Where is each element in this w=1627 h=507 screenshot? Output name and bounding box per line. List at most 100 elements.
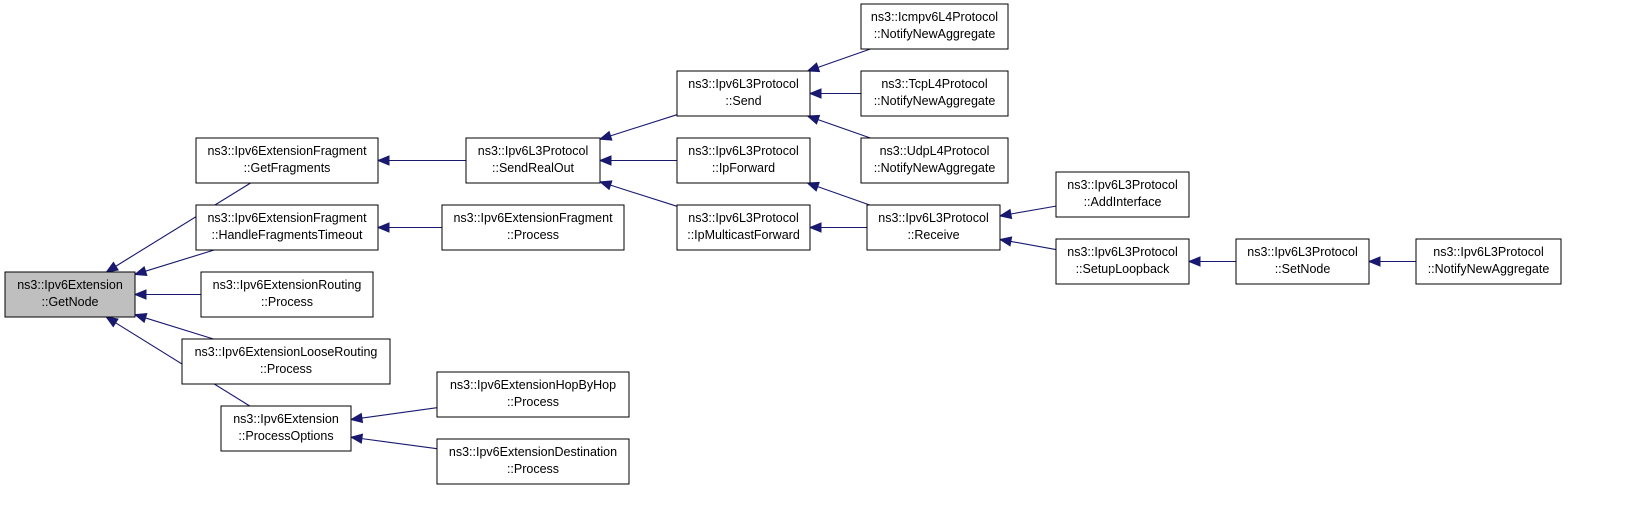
node-label-line: ns3::Ipv6L3Protocol: [1067, 178, 1178, 192]
edge-icmpagg-to-send: [806, 48, 871, 73]
edge-fragproc-to-handlefrag: [376, 222, 442, 233]
graph-node-getnode[interactable]: ns3::Ipv6Extension::GetNode: [4, 271, 136, 318]
graph-node-sendrealout[interactable]: ns3::Ipv6L3Protocol::SendRealOut: [465, 137, 601, 184]
graph-node-icmpagg[interactable]: ns3::Icmpv6L4Protocol::NotifyNewAggregat…: [860, 3, 1009, 50]
node-box: [860, 70, 1009, 117]
arrowhead-icon: [349, 412, 364, 424]
node-box: [195, 137, 379, 184]
node-label-line: ::Process: [507, 395, 559, 409]
graph-node-ipforward[interactable]: ns3::Ipv6L3Protocol::IpForward: [676, 137, 811, 184]
edge-addiface-to-receive: [998, 205, 1057, 220]
node-box: [1415, 238, 1562, 285]
edge-line: [817, 119, 871, 139]
node-label-line: ns3::Ipv6L3Protocol: [878, 211, 989, 225]
node-label-line: ::SendRealOut: [492, 161, 575, 175]
edge-udpagg-to-send: [806, 114, 871, 139]
graph-node-l3agg[interactable]: ns3::Ipv6L3Protocol::NotifyNewAggregate: [1415, 238, 1562, 285]
arrowhead-icon: [105, 316, 119, 328]
arrowhead-icon: [808, 222, 822, 233]
node-label-line: ::ProcessOptions: [238, 429, 333, 443]
node-label-line: ::HandleFragmentsTimeout: [212, 228, 364, 242]
node-label-line: ::SetupLoopback: [1076, 262, 1171, 276]
node-label-line: ::IpMulticastForward: [687, 228, 800, 242]
node-label-line: ns3::Ipv6ExtensionRouting: [213, 278, 362, 292]
edge-getfragments-to-getnode: [105, 182, 251, 273]
node-label-line: ::Process: [260, 362, 312, 376]
node-box: [676, 137, 811, 184]
arrowhead-icon: [598, 155, 612, 166]
edges: [105, 48, 1416, 450]
node-label-line: ns3::TcpL4Protocol: [881, 77, 987, 91]
edge-destproc-to-procopts: [349, 433, 438, 450]
edge-line: [361, 407, 438, 419]
arrowhead-icon: [806, 62, 821, 73]
edge-line: [1010, 240, 1057, 251]
node-label-line: ::NotifyNewAggregate: [874, 94, 996, 108]
graph-node-procopts[interactable]: ns3::Ipv6Extension::ProcessOptions: [220, 405, 352, 452]
node-label-line: ns3::Ipv6ExtensionDestination: [449, 445, 617, 459]
graph-node-handlefrag[interactable]: ns3::Ipv6ExtensionFragment::HandleFragme…: [195, 204, 379, 251]
edge-receive-to-ipforward: [806, 181, 870, 206]
node-label-line: ns3::Ipv6ExtensionFragment: [207, 211, 367, 225]
graph-node-ipmcast[interactable]: ns3::Ipv6L3Protocol::IpMulticastForward: [676, 204, 811, 251]
arrowhead-icon: [133, 266, 148, 277]
graph-node-addiface[interactable]: ns3::Ipv6L3Protocol::AddInterface: [1055, 171, 1190, 218]
edge-tcpagg-to-send: [808, 88, 861, 99]
node-box: [860, 3, 1009, 50]
node-label-line: ns3::Icmpv6L4Protocol: [871, 10, 998, 24]
graph-node-fragproc[interactable]: ns3::Ipv6ExtensionFragment::Process: [441, 204, 625, 251]
graph-node-destproc[interactable]: ns3::Ipv6ExtensionDestination::Process: [436, 438, 630, 485]
arrowhead-icon: [598, 130, 613, 141]
node-label-line: ::NotifyNewAggregate: [874, 161, 996, 175]
node-box: [195, 204, 379, 251]
node-box: [436, 371, 630, 418]
node-label-line: ns3::UdpL4Protocol: [880, 144, 990, 158]
node-label-line: ns3::Ipv6ExtensionHopByHop: [450, 378, 616, 392]
edge-routingproc-to-getnode: [133, 289, 201, 300]
node-label-line: ::Receive: [907, 228, 959, 242]
graph-node-udpagg[interactable]: ns3::UdpL4Protocol::NotifyNewAggregate: [860, 137, 1009, 184]
graph-node-tcpagg[interactable]: ns3::TcpL4Protocol::NotifyNewAggregate: [860, 70, 1009, 117]
edge-hopproc-to-procopts: [349, 407, 438, 424]
edge-receive-to-ipmcast: [808, 222, 867, 233]
node-box: [1235, 238, 1370, 285]
node-label-line: ::Process: [507, 462, 559, 476]
node-label-line: ns3::Ipv6L3Protocol: [1247, 245, 1358, 259]
edge-l3agg-to-setnode: [1367, 256, 1416, 267]
graph-node-setuploop[interactable]: ns3::Ipv6L3Protocol::SetupLoopback: [1055, 238, 1190, 285]
graph-node-send[interactable]: ns3::Ipv6L3Protocol::Send: [676, 70, 811, 117]
graph-node-setnode[interactable]: ns3::Ipv6L3Protocol::SetNode: [1235, 238, 1370, 285]
node-box: [1055, 171, 1190, 218]
node-label-line: ::NotifyNewAggregate: [1428, 262, 1550, 276]
graph-node-looseproc[interactable]: ns3::Ipv6ExtensionLooseRouting::Process: [181, 338, 391, 385]
node-box: [4, 271, 136, 318]
node-label-line: ns3::Ipv6L3Protocol: [1433, 245, 1544, 259]
node-box: [866, 204, 1001, 251]
node-label-line: ns3::Ipv6ExtensionLooseRouting: [195, 345, 378, 359]
edge-setnode-to-setuploop: [1187, 256, 1236, 267]
graph-node-getfragments[interactable]: ns3::Ipv6ExtensionFragment::GetFragments: [195, 137, 379, 184]
arrowhead-icon: [998, 236, 1013, 247]
arrowhead-icon: [105, 261, 119, 273]
node-box: [860, 137, 1009, 184]
node-label-line: ::GetFragments: [244, 161, 331, 175]
edge-line: [817, 186, 870, 206]
edge-line: [145, 249, 215, 272]
node-box: [220, 405, 352, 452]
node-label-line: ::NotifyNewAggregate: [874, 27, 996, 41]
graph-node-receive[interactable]: ns3::Ipv6L3Protocol::Receive: [866, 204, 1001, 251]
node-box: [465, 137, 601, 184]
arrowhead-icon: [806, 181, 820, 192]
edge-line: [610, 114, 678, 137]
node-label-line: ns3::Ipv6Extension: [17, 278, 123, 292]
node-label-line: ns3::Ipv6ExtensionFragment: [453, 211, 613, 225]
arrowhead-icon: [1187, 256, 1201, 267]
node-label-line: ::SetNode: [1275, 262, 1331, 276]
graph-node-hopproc[interactable]: ns3::Ipv6ExtensionHopByHop::Process: [436, 371, 630, 418]
graph-node-routingproc[interactable]: ns3::Ipv6ExtensionRouting::Process: [200, 271, 374, 318]
arrowhead-icon: [133, 289, 147, 300]
node-box: [1055, 238, 1190, 285]
arrowhead-icon: [598, 180, 613, 191]
node-label-line: ns3::Ipv6L3Protocol: [1067, 245, 1178, 259]
